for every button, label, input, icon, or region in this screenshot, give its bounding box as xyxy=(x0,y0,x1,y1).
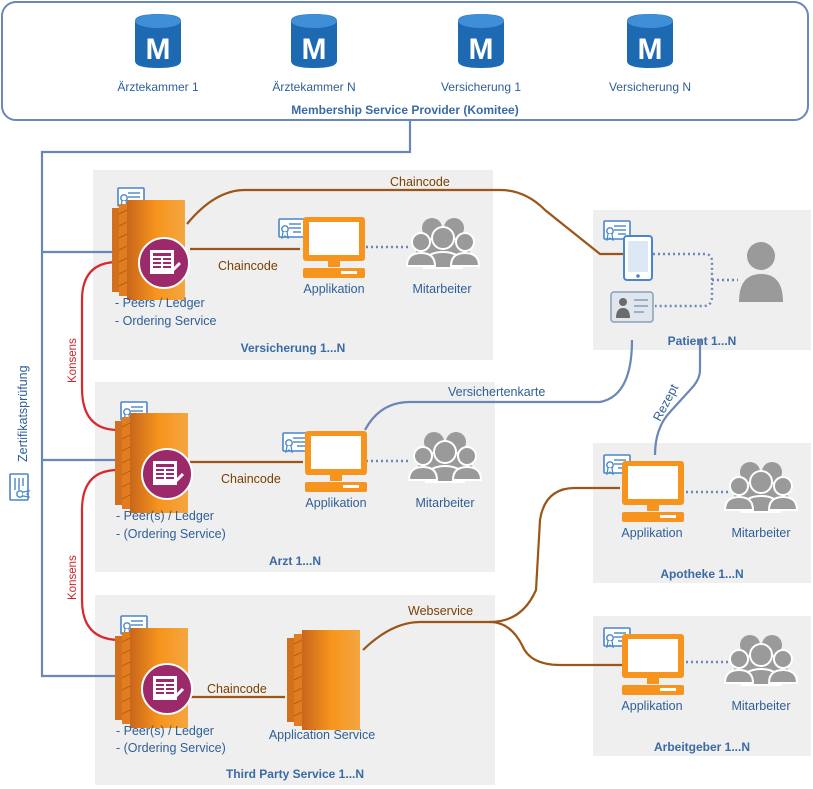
msp-member-aerztekammer-1: Ärztekammer 1 xyxy=(117,14,199,94)
database-m-icon xyxy=(291,14,337,68)
member-label: Ärztekammer 1 xyxy=(117,80,199,94)
certificate-icon xyxy=(278,218,306,239)
webservice-label: Webservice xyxy=(408,604,473,618)
chaincode-label: Chaincode xyxy=(218,259,278,273)
arzt-title: Arzt 1...N xyxy=(269,554,321,568)
versicherung-node: - Peers / Ledger - Ordering Service Appl… xyxy=(111,187,480,355)
chaincode-links xyxy=(186,188,625,699)
peer-line-1: - Peer(s) / Ledger xyxy=(116,724,214,738)
computer-icon xyxy=(622,461,684,522)
consensus-label-bottom: Konsens xyxy=(67,555,79,600)
dotted-links xyxy=(366,245,738,664)
arbeitgeber-title: Arbeitgeber 1...N xyxy=(654,740,750,754)
consensus-links xyxy=(80,260,121,642)
staff-label: Mitarbeiter xyxy=(415,496,474,510)
computer-icon xyxy=(622,634,684,695)
staff-label: Mitarbeiter xyxy=(731,699,790,713)
msp-panel xyxy=(1,1,809,121)
person-icon xyxy=(739,242,783,302)
msp-member-versicherung-1: Versicherung 1 xyxy=(441,14,521,94)
peer-line-2: - (Ordering Service) xyxy=(116,527,226,541)
peer-line-1: - Peers / Ledger xyxy=(115,296,205,310)
consensus-label-top: Konsens xyxy=(67,338,79,383)
peer-line-2: - (Ordering Service) xyxy=(116,741,226,755)
ledger-icon xyxy=(140,447,194,501)
service-label: Application Service xyxy=(269,728,375,742)
member-label: Ärztekammer N xyxy=(272,80,355,94)
computer-icon xyxy=(303,217,365,278)
certificate-icon xyxy=(9,473,30,501)
arzt-node: - Peer(s) / Ledger - (Ordering Service) … xyxy=(114,401,482,568)
member-label: Versicherung N xyxy=(609,80,691,94)
peer-line-2: - Ordering Service xyxy=(115,314,216,328)
msp-member-versicherung-n: Versicherung N xyxy=(609,14,691,94)
database-m-icon xyxy=(135,14,181,68)
member-label: Versicherung 1 xyxy=(441,80,521,94)
arbeitgeber-node: Applikation Mitarbeiter Arbeitgeber 1...… xyxy=(603,627,798,754)
app-label: Applikation xyxy=(621,526,682,540)
staff-label: Mitarbeiter xyxy=(412,282,471,296)
certificate-check-bus xyxy=(40,121,412,678)
app-label: Applikation xyxy=(303,282,364,296)
msp-member-aerztekammer-n: Ärztekammer N xyxy=(272,14,356,94)
versicherung-title: Versicherung 1...N xyxy=(241,341,346,355)
database-m-icon xyxy=(458,14,504,68)
chaincode-label: Chaincode xyxy=(207,682,267,696)
side-cert-check: Zertifikatsprüfung xyxy=(8,365,32,501)
ledger-icon xyxy=(140,662,194,716)
apotheke-node: Applikation Mitarbeiter Apotheke 1...N xyxy=(603,454,798,581)
database-m-icon xyxy=(627,14,673,68)
patient-node: Patient 1...N xyxy=(603,220,783,348)
msp-title: Membership Service Provider (Komitee) xyxy=(291,103,518,117)
computer-icon xyxy=(305,431,367,492)
third-party-title: Third Party Service 1...N xyxy=(226,767,364,781)
application-service-icon xyxy=(286,629,361,731)
rezept-label: Rezept xyxy=(650,381,681,423)
card-prescription-links xyxy=(364,339,702,456)
chaincode-label: Chaincode xyxy=(221,472,281,486)
cert-check-label: Zertifikatsprüfung xyxy=(16,365,30,462)
chaincode-top-label: Chaincode xyxy=(390,175,450,189)
smartphone-icon xyxy=(623,235,653,281)
staff-label: Mitarbeiter xyxy=(731,526,790,540)
apotheke-title: Apotheke 1...N xyxy=(660,567,743,581)
third-party-node: - Peer(s) / Ledger - (Ordering Service) … xyxy=(114,615,375,781)
versichertenkarte-label: Versichertenkarte xyxy=(448,385,545,399)
app-label: Applikation xyxy=(621,699,682,713)
patient-title: Patient 1...N xyxy=(668,334,737,348)
ledger-icon xyxy=(137,236,191,290)
app-label: Applikation xyxy=(305,496,366,510)
id-card-icon xyxy=(610,291,654,323)
peer-line-1: - Peer(s) / Ledger xyxy=(116,509,214,523)
